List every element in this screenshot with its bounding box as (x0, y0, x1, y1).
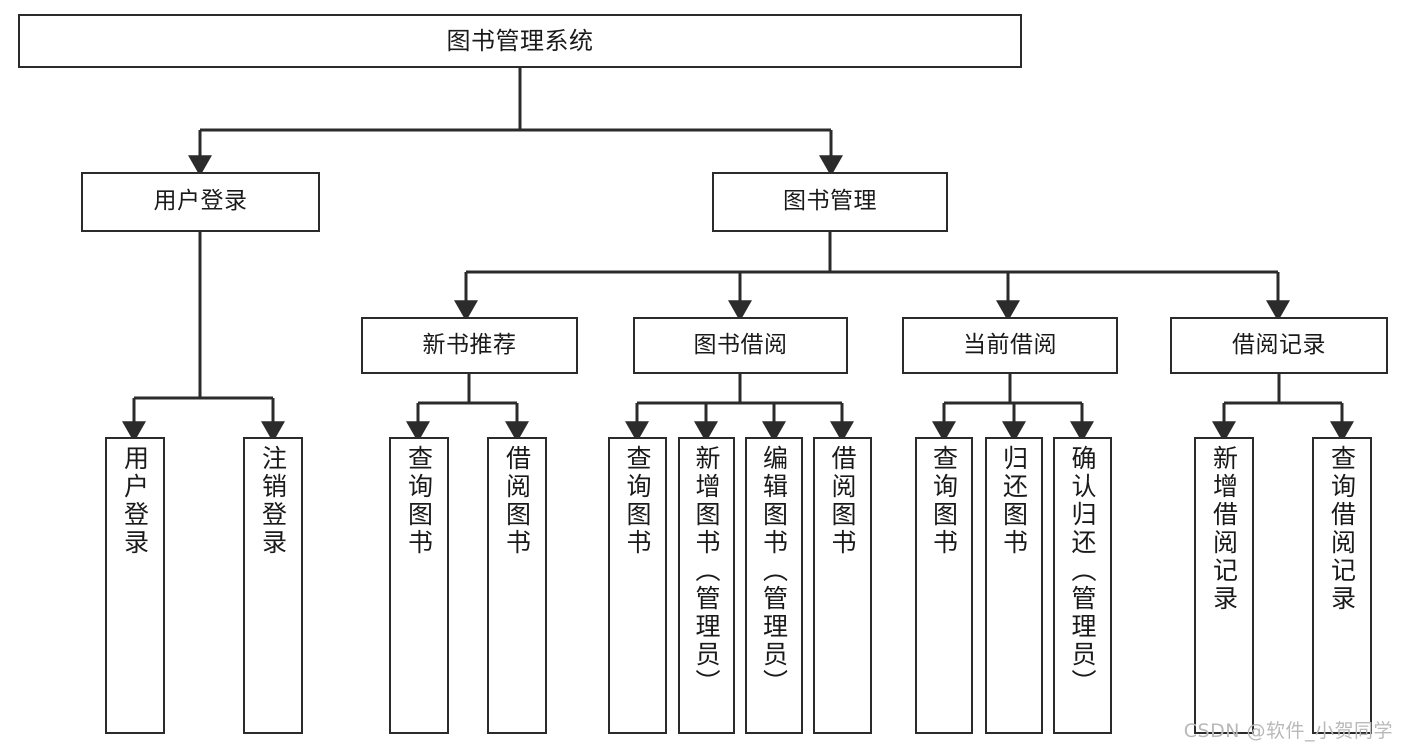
node-book-management[interactable]: 图书管理 (712, 172, 948, 232)
node-leaf-confirm-return[interactable]: 确认归还（管理员） (1053, 437, 1112, 734)
node-leaf-user-login[interactable]: 用户登录 (105, 437, 165, 734)
node-leaf-add-book[interactable]: 新增图书（管理员） (678, 437, 735, 734)
node-leaf-borrow-book-label: 借阅图书 (828, 445, 857, 557)
node-book-management-label: 图书管理 (783, 188, 877, 215)
node-leaf-borrow-book-recommend[interactable]: 借阅图书 (487, 437, 547, 734)
node-root[interactable]: 图书管理系统 (18, 14, 1022, 68)
node-borrow-record-label: 借阅记录 (1232, 331, 1326, 358)
node-new-book-recommend[interactable]: 新书推荐 (361, 317, 578, 374)
node-leaf-query-borrow-record[interactable]: 查询借阅记录 (1312, 437, 1372, 734)
node-leaf-query-book-recommend-label: 查询图书 (404, 445, 434, 557)
node-leaf-add-book-label: 新增图书（管理员） (692, 445, 721, 697)
csdn-watermark: CSDN @软件_小贺同学 (1183, 720, 1393, 742)
node-leaf-edit-book[interactable]: 编辑图书（管理员） (745, 437, 803, 734)
node-book-borrow[interactable]: 图书借阅 (633, 317, 848, 374)
node-leaf-query-borrow-record-label: 查询借阅记录 (1327, 445, 1357, 613)
node-user-login-label: 用户登录 (153, 188, 248, 215)
node-leaf-query-book-current[interactable]: 查询图书 (915, 437, 973, 734)
node-borrow-record[interactable]: 借阅记录 (1170, 317, 1388, 374)
node-leaf-add-borrow-record[interactable]: 新增借阅记录 (1194, 437, 1254, 734)
node-leaf-return-book-label: 归还图书 (999, 445, 1029, 557)
node-new-book-recommend-label: 新书推荐 (422, 331, 517, 358)
node-leaf-return-book[interactable]: 归还图书 (985, 437, 1043, 734)
node-leaf-logout[interactable]: 注销登录 (243, 437, 303, 734)
node-leaf-borrow-book-recommend-label: 借阅图书 (502, 445, 532, 557)
node-leaf-query-book-current-label: 查询图书 (929, 445, 959, 557)
node-root-label: 图书管理系统 (446, 26, 594, 55)
node-user-login[interactable]: 用户登录 (81, 172, 320, 232)
node-leaf-user-login-label: 用户登录 (120, 445, 150, 557)
node-book-borrow-label: 图书借阅 (693, 331, 788, 358)
node-leaf-logout-label: 注销登录 (258, 445, 288, 557)
node-leaf-query-book-borrow-label: 查询图书 (623, 445, 652, 557)
node-leaf-query-book-recommend[interactable]: 查询图书 (389, 437, 449, 734)
node-leaf-add-borrow-record-label: 新增借阅记录 (1209, 445, 1239, 613)
node-current-borrow[interactable]: 当前借阅 (902, 317, 1118, 374)
node-leaf-query-book-borrow[interactable]: 查询图书 (608, 437, 667, 734)
node-leaf-confirm-return-label: 确认归还（管理员） (1068, 445, 1097, 697)
node-leaf-borrow-book[interactable]: 借阅图书 (813, 437, 872, 734)
node-current-borrow-label: 当前借阅 (963, 331, 1057, 358)
node-leaf-edit-book-label: 编辑图书（管理员） (759, 445, 789, 697)
